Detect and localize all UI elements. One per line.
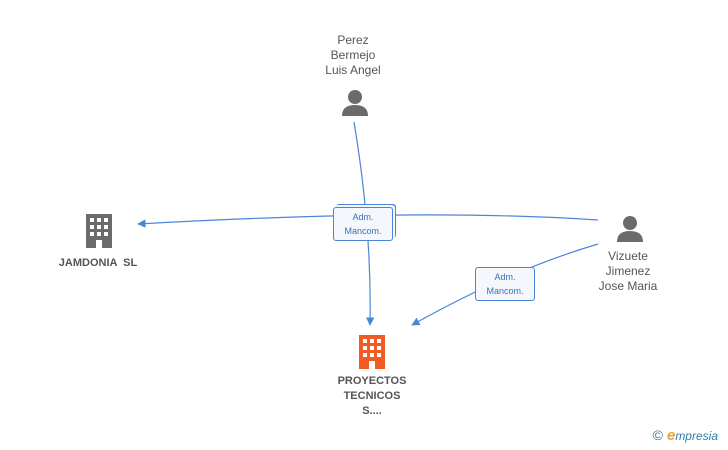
person-icon[interactable] [617,216,643,242]
label-line: TECNICOS [343,390,401,402]
edge-role-line: Mancom. [486,286,524,296]
label-line: Vizuete [608,249,648,263]
edge-role-box[interactable]: Adm. Mancom. [333,207,393,241]
label-line: PROYECTOS [337,375,407,387]
edge-role-line: Mancom. [344,226,382,236]
label-line: Perez [337,33,369,47]
label-line: Bermejo [330,48,376,62]
company-label-jamdonia[interactable]: JAMDONIA SL [48,256,148,270]
person-icon[interactable] [342,90,368,116]
label-line: S.... [362,405,382,417]
building-icon[interactable] [86,214,112,248]
edge-role-box[interactable]: Adm. Mancom. [475,267,535,301]
edge-role-line: Adm. [352,212,374,222]
brand-footer: ©empresia [653,427,718,444]
edge-role-line: Adm. [494,272,516,282]
brand-logo-text: mpresia [675,429,718,443]
label-line: Jimenez [605,264,651,278]
building-icon[interactable] [359,335,385,369]
label-line: Jose Maria [598,279,658,293]
copyright-symbol: © [652,427,663,443]
company-label-proyectos[interactable]: PROYECTOS TECNICOS S.... [322,374,422,419]
edge-vizuete-to-jamdonia [137,214,599,228]
label-line: Luis Angel [325,63,381,77]
label-line: JAMDONIA SL [58,257,138,269]
brand-logo-e: e [666,427,676,444]
person-label-vizuete[interactable]: Vizuete Jimenez Jose Maria [578,249,678,294]
person-label-perez[interactable]: Perez Bermejo Luis Angel [302,33,404,78]
